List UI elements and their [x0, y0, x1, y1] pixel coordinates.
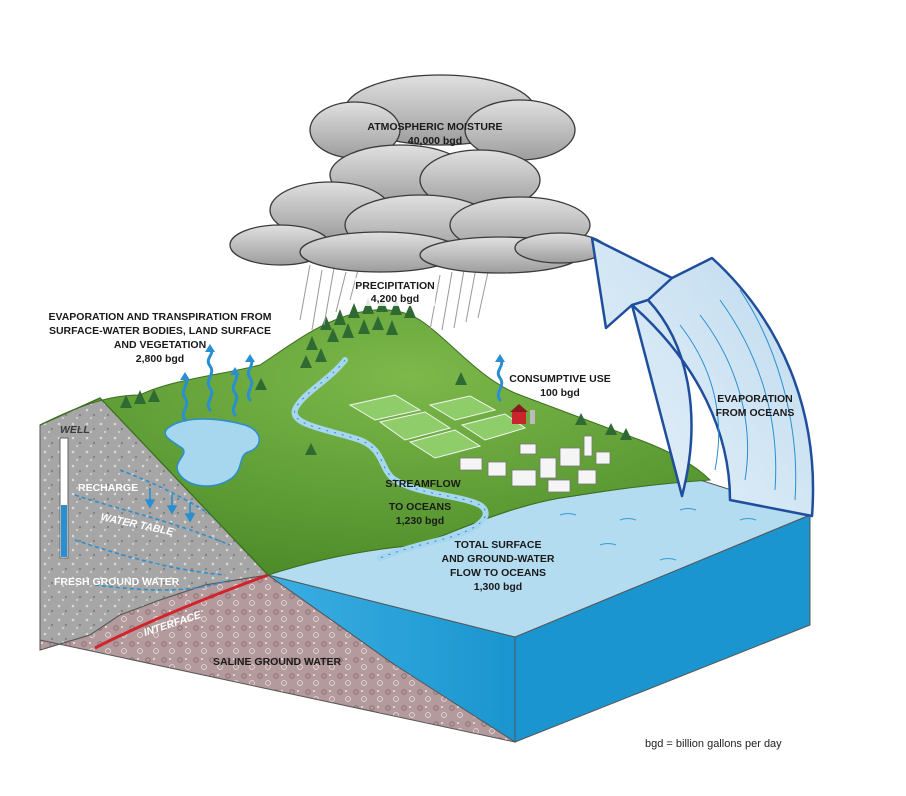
fresh-ground-water-label: FRESH GROUND WATER [54, 576, 180, 588]
evapotranspiration-label: EVAPORATION AND TRANSPIRATION FROM SURFA… [48, 311, 271, 365]
storm-cloud [230, 75, 605, 273]
consumptive-use-label: CONSUMPTIVE USE 100 bgd [509, 373, 611, 399]
streamflow-title: STREAMFLOW [385, 478, 460, 490]
streamflow-line2: TO OCEANS [389, 501, 451, 513]
recharge-label: RECHARGE [78, 482, 138, 494]
total-flow-line2: AND GROUND-WATER [442, 553, 555, 565]
consumptive-use-title: CONSUMPTIVE USE [509, 373, 611, 385]
well-label: WELL [60, 424, 90, 436]
atmospheric-moisture-title: ATMOSPHERIC MOISTURE [367, 121, 502, 133]
evapotranspiration-value: 2,800 bgd [136, 353, 184, 365]
saline-ground-water-label: SALINE GROUND WATER [213, 656, 342, 668]
evapotranspiration-line1: EVAPORATION AND TRANSPIRATION FROM [48, 311, 271, 323]
streamflow-value: 1,230 bgd [396, 515, 444, 527]
total-flow-value: 1,300 bgd [474, 581, 522, 593]
evapotranspiration-line2: SURFACE-WATER BODIES, LAND SURFACE [49, 325, 271, 337]
total-flow-line1: TOTAL SURFACE [455, 539, 542, 551]
precipitation-title: PRECIPITATION [355, 280, 435, 292]
atmospheric-moisture-value: 40,000 bgd [408, 135, 462, 147]
well-water [61, 505, 67, 557]
evaporation-oceans-line1: EVAPORATION [717, 393, 792, 405]
precipitation-label: PRECIPITATION 4,200 bgd [355, 278, 435, 306]
bgd-legend: bgd = billion gallons per day [645, 738, 782, 750]
consumptive-use-value: 100 bgd [540, 387, 580, 399]
evaporation-oceans-line2: FROM OCEANS [716, 407, 795, 419]
evapotranspiration-line3: AND VEGETATION [114, 339, 206, 351]
precipitation-value: 4,200 bgd [371, 293, 419, 305]
total-flow-line3: FLOW TO OCEANS [450, 567, 546, 579]
